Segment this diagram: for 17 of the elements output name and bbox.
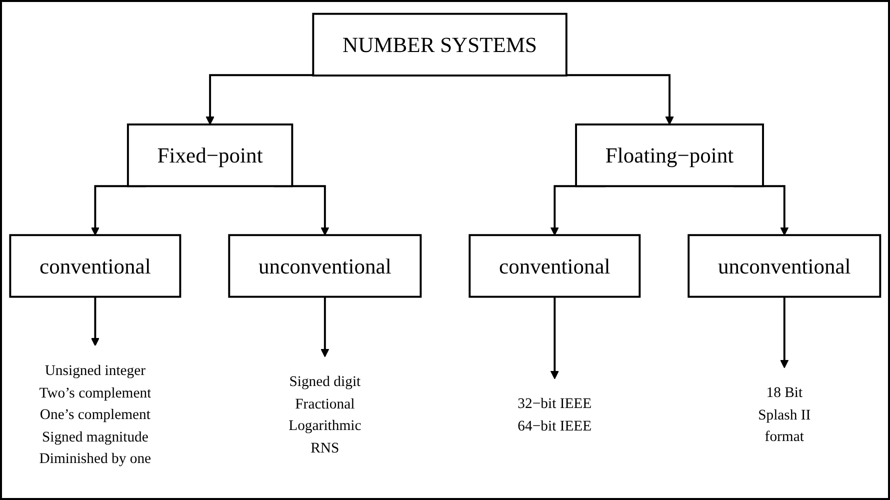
arrow (550, 296, 559, 380)
node-box: Fixed−point (126, 124, 294, 188)
arrow (566, 74, 674, 126)
node-box: conventional (9, 234, 182, 298)
node-box: conventional (468, 234, 641, 298)
node-box: unconventional (228, 234, 422, 298)
arrow (90, 296, 100, 347)
node-text: 32−bit IEEE 64−bit IEEE (518, 396, 592, 435)
node-box: NUMBER SYSTEMS (312, 13, 568, 77)
node-text: Unsigned integer Two’s complement One’s complement Signed magnitude Diminished by one (39, 364, 152, 468)
arrow (320, 296, 330, 358)
arrow (780, 296, 789, 369)
node-box: unconventional (688, 234, 882, 298)
node-text: 18 Bit Splash II format (758, 386, 811, 446)
node-box: Floating−point (575, 124, 764, 188)
arrow (206, 74, 314, 126)
node-text: Signed digit Fractional Logarithmic RNS (288, 374, 362, 457)
